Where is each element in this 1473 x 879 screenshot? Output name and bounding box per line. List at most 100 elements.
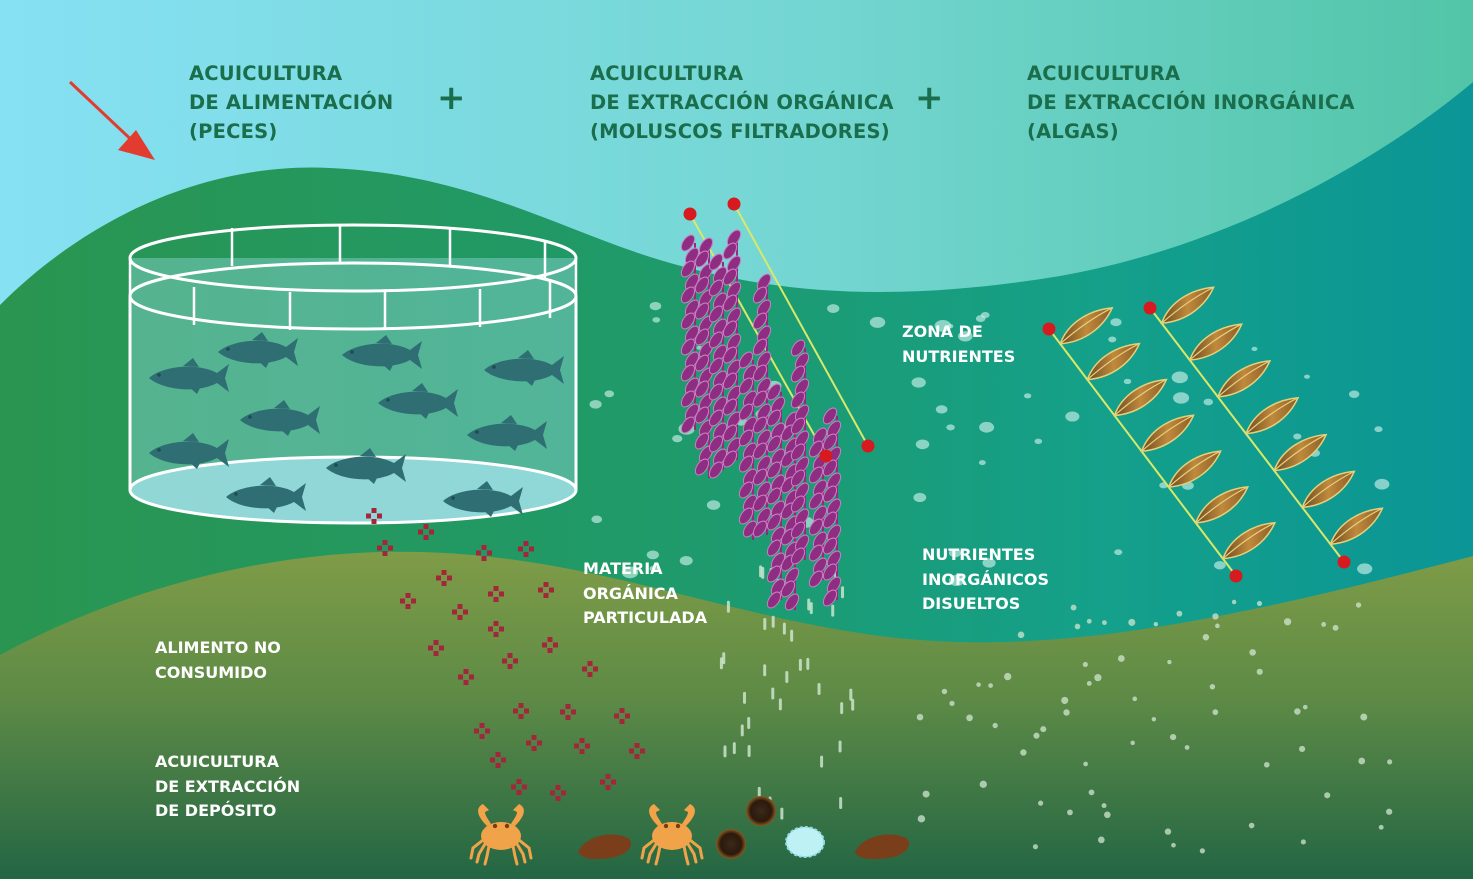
title-line: (ALGAS) bbox=[1027, 120, 1119, 143]
buoy-icon bbox=[683, 207, 697, 221]
mussel-icon bbox=[680, 260, 696, 278]
mussel-icon bbox=[694, 276, 710, 294]
sea-urchin-icon bbox=[716, 829, 746, 859]
mussel-icon bbox=[808, 544, 824, 562]
mussel-icon bbox=[808, 466, 824, 484]
mussel-icon bbox=[822, 537, 838, 555]
mussel-icon bbox=[722, 294, 738, 312]
dissolved-particle bbox=[1032, 844, 1038, 850]
mussel-icon bbox=[790, 365, 806, 383]
nutrient-particle bbox=[935, 405, 948, 414]
organic-particle bbox=[841, 586, 845, 599]
nutrient-particle bbox=[604, 390, 615, 398]
plus-sign: + bbox=[437, 78, 466, 118]
organic-particle bbox=[780, 807, 784, 820]
mussel-icon bbox=[752, 494, 768, 512]
organic-particle bbox=[820, 755, 824, 768]
label-line: DISUELTOS bbox=[922, 594, 1021, 613]
mussel-icon bbox=[822, 563, 838, 581]
dissolved-particle bbox=[1263, 761, 1270, 768]
mussel-icon bbox=[694, 406, 710, 424]
nutrient-particle bbox=[948, 548, 962, 558]
nutrient-particle bbox=[978, 460, 986, 466]
buoy-icon bbox=[1337, 555, 1351, 569]
organic-particle bbox=[782, 622, 786, 635]
dissolved-particle bbox=[1358, 757, 1366, 765]
dissolved-particle bbox=[1117, 655, 1125, 662]
mussel-icon bbox=[752, 338, 768, 356]
dissolved-particle bbox=[1101, 803, 1107, 809]
kelp-lines bbox=[1042, 286, 1384, 583]
mussel-icon bbox=[722, 320, 738, 338]
dissolved-particle bbox=[1088, 789, 1095, 796]
mussel-icon bbox=[766, 539, 782, 557]
mussel-lines bbox=[680, 197, 875, 611]
dissolved-particle bbox=[1231, 599, 1237, 605]
mussel-icon bbox=[790, 469, 806, 487]
nutrient-particle bbox=[649, 565, 658, 572]
mussel-icon bbox=[722, 450, 738, 468]
buoy-icon bbox=[1229, 569, 1243, 583]
nutrient-particle bbox=[979, 421, 995, 433]
mussel-icon bbox=[790, 417, 806, 435]
nutrient-particle bbox=[975, 315, 986, 323]
nutrient-particle bbox=[1304, 374, 1310, 379]
dissolved-particle bbox=[1017, 631, 1025, 639]
buoy-icon bbox=[861, 439, 875, 453]
organic-particle bbox=[771, 687, 775, 700]
seabed-layer bbox=[0, 551, 1473, 879]
dissolved-particle bbox=[1209, 684, 1216, 690]
dissolved-particle bbox=[1070, 604, 1077, 611]
nutrient-particle bbox=[1203, 398, 1214, 406]
organic-particle bbox=[771, 615, 775, 628]
organic-particle bbox=[851, 698, 855, 711]
mussel-icon bbox=[722, 398, 738, 416]
mussel-icon bbox=[752, 390, 768, 408]
dissolved-particle bbox=[1102, 620, 1107, 626]
mussel-icon bbox=[680, 286, 696, 304]
title-line: DE EXTRACCIÓN ORGÁNICA bbox=[590, 91, 894, 114]
nutrient-particle bbox=[958, 331, 973, 342]
organic-particle bbox=[806, 657, 810, 670]
dissolved-particle bbox=[1378, 824, 1384, 830]
sea-cucumber-icon bbox=[855, 834, 910, 860]
mussel-icon bbox=[694, 250, 710, 268]
dissolved-particle bbox=[922, 790, 930, 798]
plus-sign: + bbox=[915, 78, 944, 118]
organic-particle bbox=[838, 740, 842, 753]
nutrient-particle bbox=[589, 399, 602, 409]
title-feeding-aquaculture: ACUICULTURA DE ALIMENTACIÓN (PECES) bbox=[189, 59, 393, 146]
mussel-icon bbox=[680, 234, 696, 252]
mussel-icon bbox=[708, 461, 724, 479]
nutrient-particle bbox=[1374, 478, 1390, 490]
dissolved-particle bbox=[1212, 613, 1219, 620]
dissolved-particle bbox=[976, 682, 981, 687]
mussel-icon bbox=[822, 485, 838, 503]
mussel-icon bbox=[790, 443, 806, 461]
dissolved-particle bbox=[1128, 618, 1136, 626]
nutrient-particle bbox=[1034, 438, 1043, 445]
organic-particle bbox=[723, 745, 727, 758]
label-line: DE DEPÓSITO bbox=[155, 801, 277, 820]
mussel-icon bbox=[766, 461, 782, 479]
mussel-icon bbox=[822, 589, 838, 607]
mussel-icon bbox=[708, 253, 724, 271]
dissolved-particle bbox=[1067, 809, 1073, 816]
mussel-icon bbox=[680, 312, 696, 330]
mussel-icon bbox=[708, 357, 724, 375]
dissolved-particle bbox=[1256, 668, 1263, 675]
nutrient-particle bbox=[1114, 549, 1123, 556]
dissolved-particle bbox=[1283, 618, 1292, 626]
dissolved-particle bbox=[1215, 623, 1220, 629]
nutrient-particle bbox=[1023, 393, 1032, 399]
mussel-icon bbox=[680, 390, 696, 408]
nutrient-particle bbox=[1348, 390, 1360, 398]
dissolved-particle bbox=[1063, 709, 1070, 716]
mussel-icon bbox=[790, 339, 806, 357]
deposit-organisms bbox=[469, 796, 910, 866]
organic-particle bbox=[798, 658, 802, 671]
mussel-icon bbox=[766, 383, 782, 401]
nutrient-particle bbox=[1293, 433, 1302, 440]
